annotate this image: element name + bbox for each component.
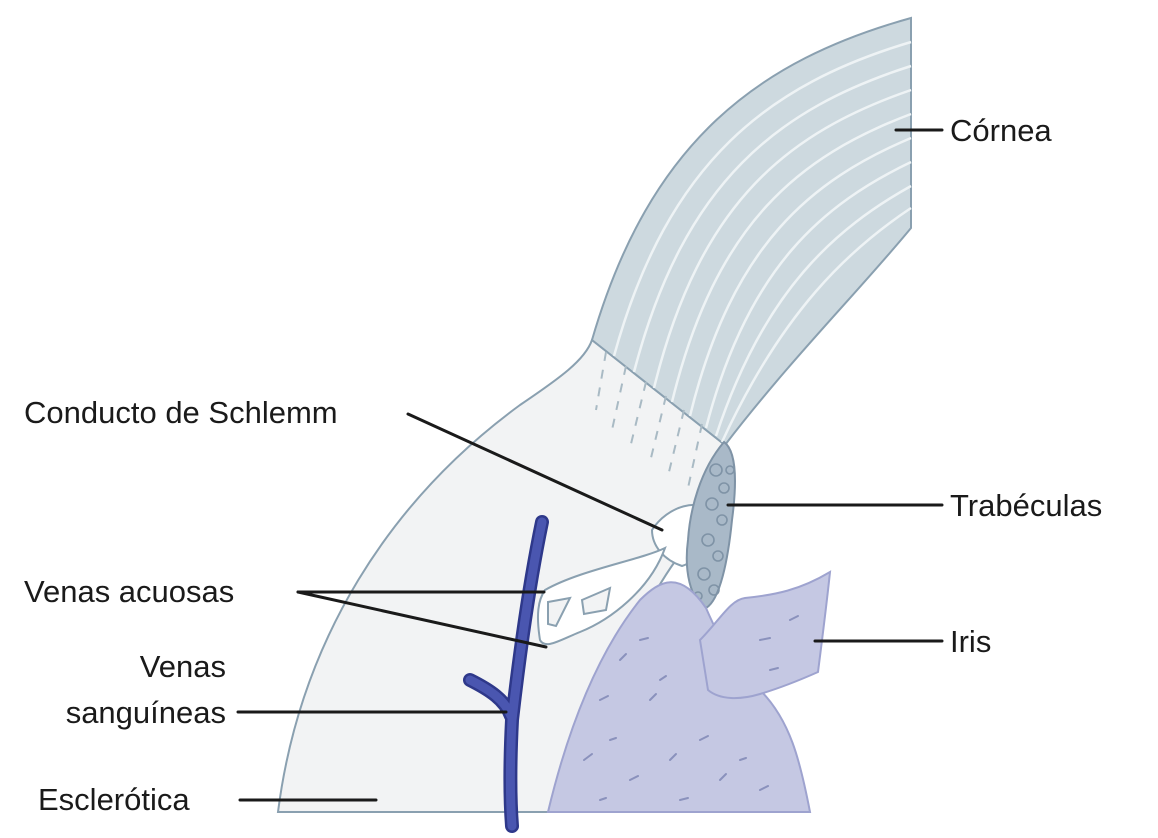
ciliary-tissue bbox=[546, 581, 812, 813]
cornea-layers bbox=[612, 40, 912, 443]
blood-vein-core bbox=[506, 517, 547, 831]
label-esclerotica: Esclerótica bbox=[38, 782, 190, 817]
iris-region bbox=[698, 570, 832, 700]
tissue-texture bbox=[583, 615, 799, 801]
label-cornea: Córnea bbox=[950, 113, 1052, 148]
label-iris: Iris bbox=[950, 624, 991, 659]
leader-schlemm bbox=[406, 412, 664, 532]
label-venas-sanguineas-line2: sanguíneas bbox=[66, 695, 226, 730]
aqueous-vein-lumen-2 bbox=[547, 596, 572, 628]
label-venas-sanguineas-line1: Venas bbox=[140, 649, 226, 684]
aqueous-vein-lumen bbox=[580, 586, 612, 616]
label-trabeculas: Trabéculas bbox=[950, 488, 1102, 523]
blood-vein-branch-core bbox=[465, 675, 516, 721]
label-venas-acuosas: Venas acuosas bbox=[24, 574, 234, 609]
limbus-fibres bbox=[595, 351, 703, 489]
label-schlemm: Conducto de Schlemm bbox=[24, 395, 338, 430]
leader-venas-acuosas-2 bbox=[296, 590, 548, 649]
